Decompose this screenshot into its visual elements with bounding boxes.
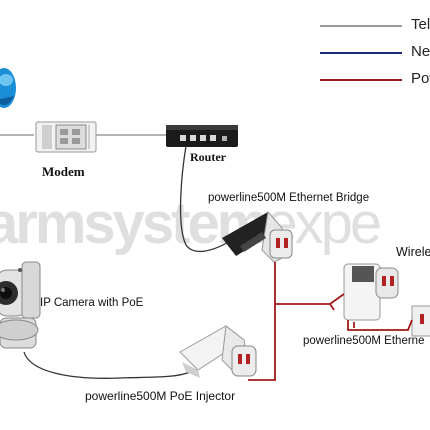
legend-label-tel: Tel — [411, 16, 430, 33]
legend-label-net: Ne — [411, 43, 430, 60]
bridge-top-label: powerline500M Ethernet Bridge — [208, 192, 370, 204]
camera-label: IP Camera with PoE — [40, 297, 144, 309]
camera-injector-cable — [23, 351, 191, 379]
router-device — [166, 125, 238, 147]
bridge-right-device — [411, 305, 430, 337]
power-wiring — [248, 262, 413, 381]
wireless-label: Wirele — [396, 245, 430, 259]
bridge-right-label: powerline500M Etherne — [303, 335, 425, 347]
router-label: Router — [190, 150, 226, 164]
modem-label: Modem — [42, 164, 85, 179]
bridge-top-device — [222, 210, 293, 263]
wireless-device — [343, 263, 399, 321]
modem-device — [35, 121, 97, 153]
watermark: armsystemexpe — [0, 190, 382, 257]
ip-camera-device — [0, 261, 41, 349]
injector-label: powerline500M PoE Injector — [85, 389, 236, 403]
poe-injector-device — [179, 325, 257, 378]
phone-icon — [0, 68, 16, 108]
legend-label-pow: Pow — [411, 70, 430, 87]
router-bridge-cable — [179, 145, 233, 253]
